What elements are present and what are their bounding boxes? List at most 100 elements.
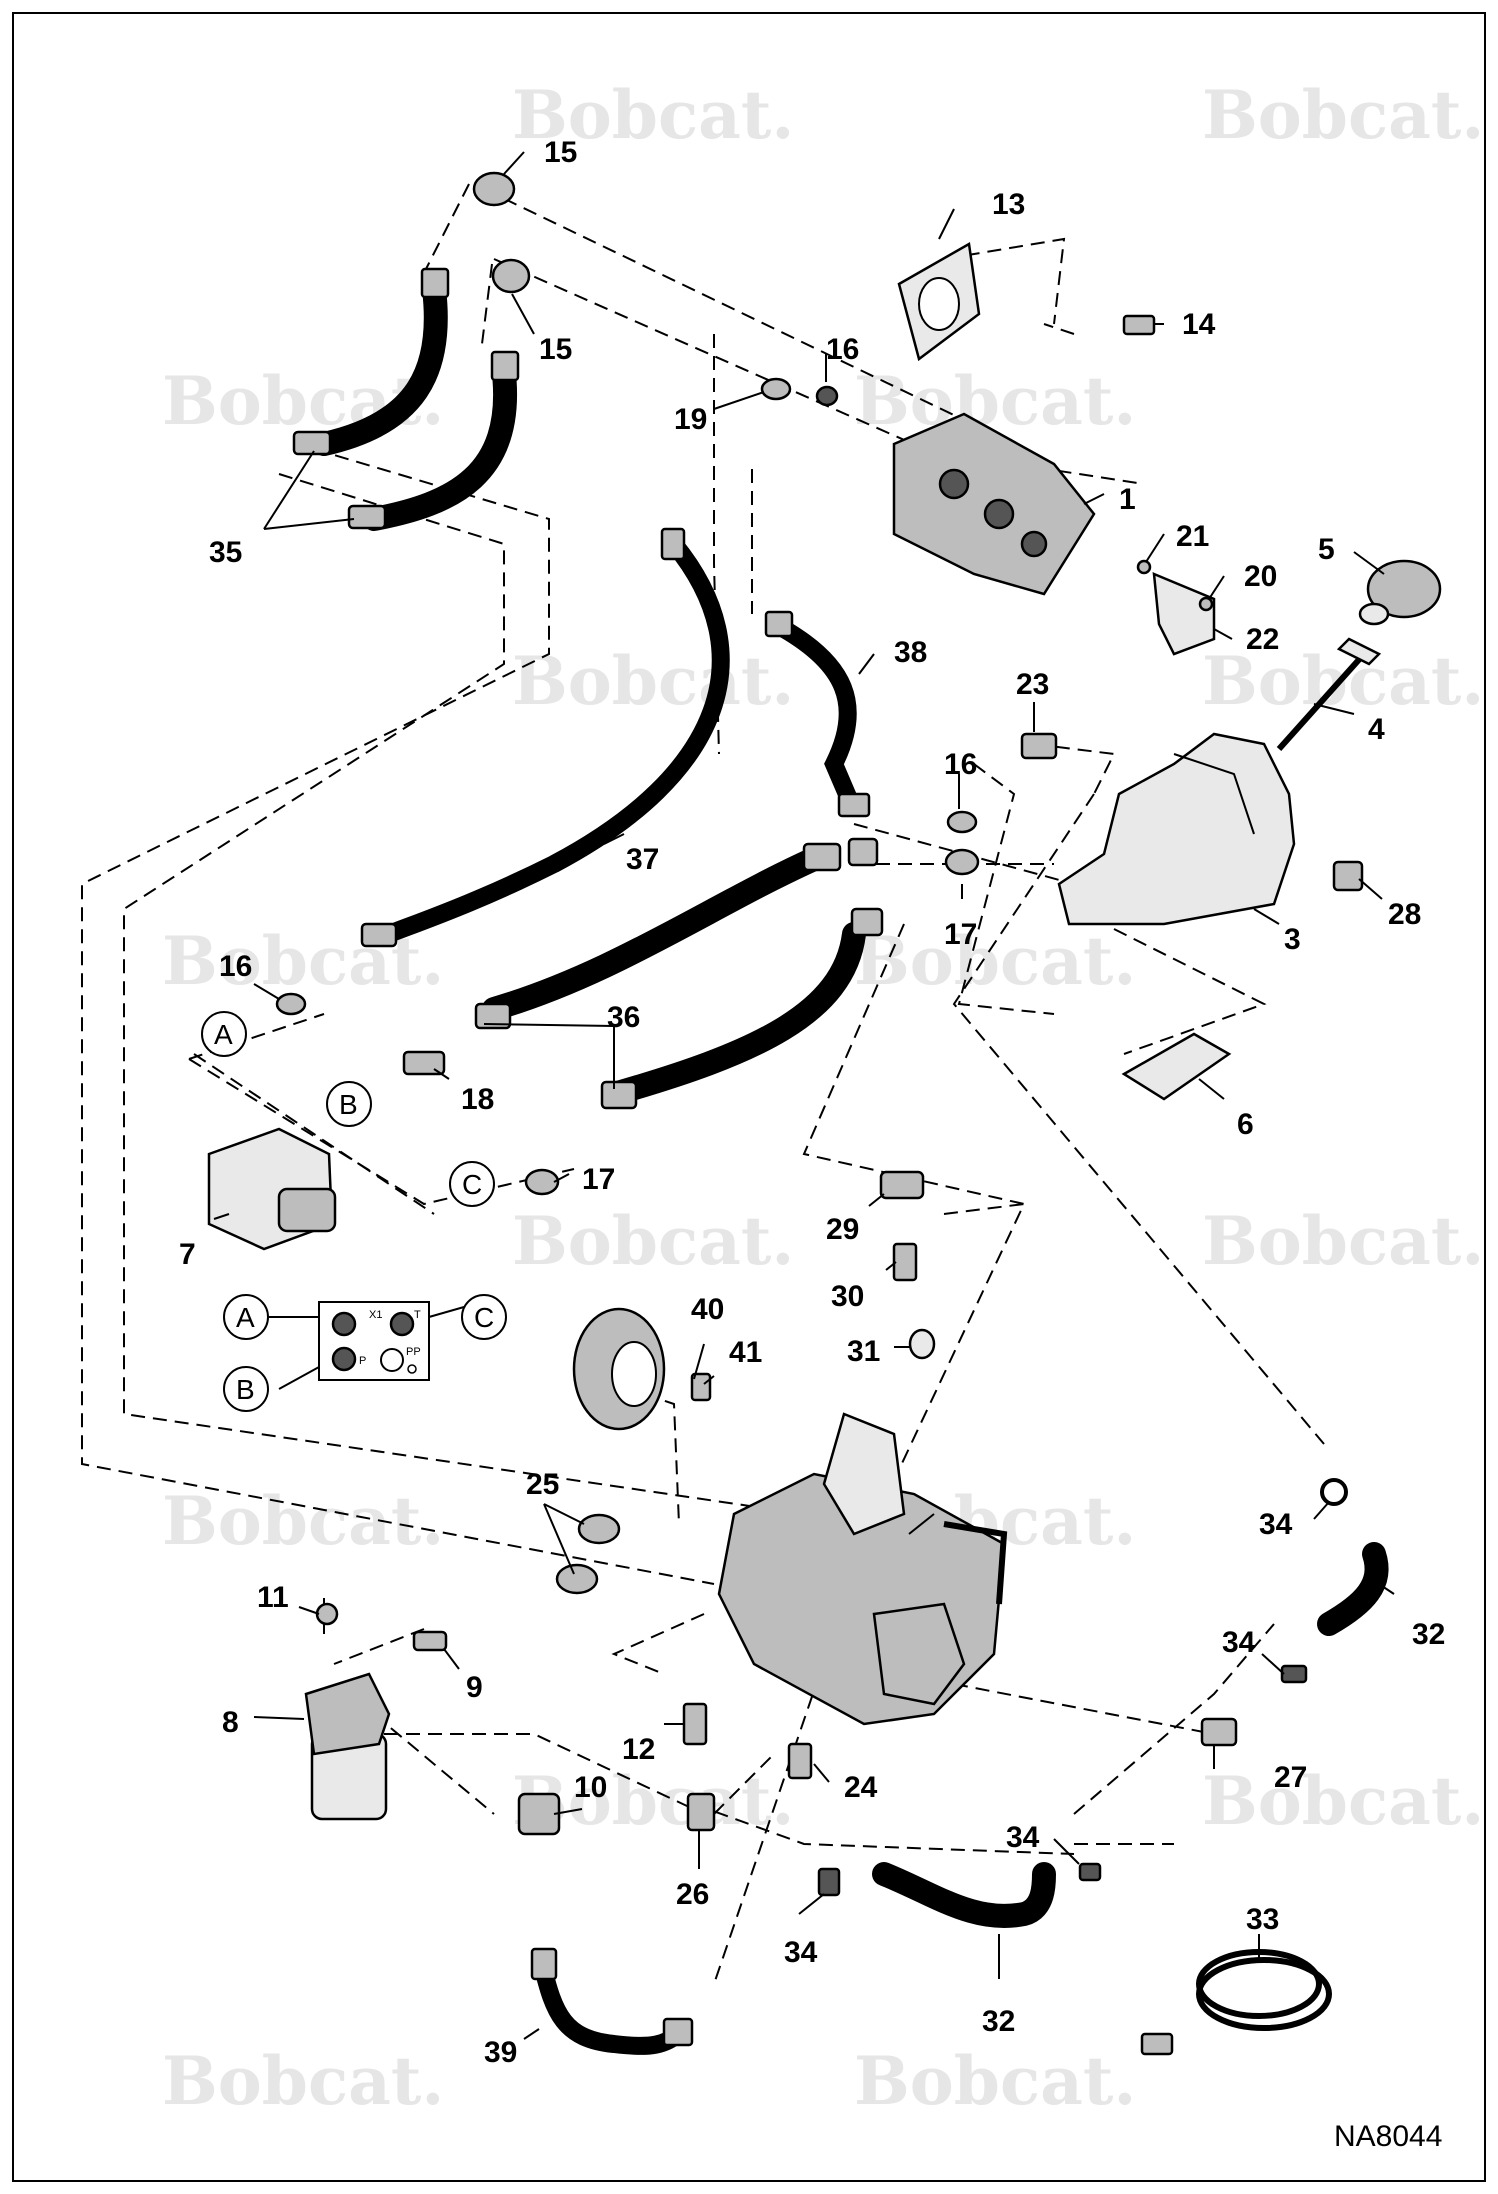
part-label: 41	[729, 1336, 762, 1369]
hose-39	[533, 1955, 688, 2055]
elbow-10	[517, 1792, 561, 1836]
part-label: 28	[1388, 898, 1421, 931]
port-markers: A B C A C B	[201, 1011, 507, 1412]
part-label: 6	[1237, 1108, 1254, 1141]
port-marker-a	[223, 1294, 269, 1340]
part-label: 16	[944, 748, 977, 781]
watermarks: Bobcat. Bobcat. Bobcat. Bobcat. Bobcat. …	[162, 76, 1484, 2120]
part-label: 18	[461, 1083, 494, 1116]
part-label: 34	[1222, 1626, 1256, 1659]
watermark: Bobcat.	[854, 922, 1136, 1000]
part-label: 14	[1182, 308, 1216, 341]
watermark: Bobcat.	[854, 362, 1136, 440]
watermark: Bobcat.	[162, 2042, 444, 2120]
port-label-t: T	[414, 1309, 421, 1321]
watermark: Bobcat.	[512, 1202, 794, 1280]
hose-32a	[1317, 1542, 1389, 1636]
part-label: 24	[844, 1771, 878, 1804]
hose-35a	[312, 277, 448, 456]
diagram-frame: Bobcat. Bobcat. Bobcat. Bobcat. Bobcat. …	[12, 12, 1486, 2182]
port-label-pp: PP	[406, 1346, 421, 1358]
fitting	[764, 610, 794, 638]
bolt-14	[1140, 2032, 1174, 2056]
svg-text:C: C	[474, 1302, 494, 1333]
port-label-x1: X1	[369, 1309, 382, 1321]
dipstick-4	[1276, 651, 1367, 752]
fitting-17a	[944, 848, 980, 876]
hose-37	[380, 535, 730, 943]
watermark: Bobcat.	[162, 1482, 444, 1560]
part-label: 17	[582, 1163, 615, 1196]
parts-diagram: Bobcat. Bobcat. Bobcat. Bobcat. Bobcat. …	[81, 76, 1484, 2153]
tee-27	[1200, 1717, 1238, 1747]
part-label: 7	[179, 1238, 196, 1271]
part-label: 25	[526, 1468, 559, 1501]
part-label: 20	[1244, 560, 1277, 593]
svg-text:C: C	[462, 1169, 482, 1200]
tee-18	[402, 1050, 446, 1076]
part-label: 34	[1259, 1508, 1293, 1541]
fitting	[600, 1080, 638, 1110]
part-label: 35	[209, 536, 242, 569]
part-label: 29	[826, 1213, 859, 1246]
fitting	[530, 1947, 558, 1981]
part-label: 4	[1368, 713, 1385, 746]
part-label: 19	[674, 403, 707, 436]
part-label: 32	[982, 2005, 1015, 2038]
fittings	[275, 171, 1364, 2056]
nut-21	[1136, 559, 1152, 575]
watermark: Bobcat.	[854, 2042, 1136, 2120]
part-label: 15	[539, 333, 572, 366]
fitting	[847, 837, 879, 867]
major-parts: X1 T P PP	[207, 242, 1442, 2031]
bracket-22	[1152, 572, 1216, 656]
port-marker-c	[461, 1294, 507, 1340]
svg-text:B: B	[236, 1374, 255, 1405]
part-label: 32	[1412, 1618, 1445, 1651]
fitting	[662, 2017, 694, 2047]
part-label: 21	[1176, 520, 1209, 553]
fitting-23	[1020, 732, 1058, 760]
fitting	[420, 267, 450, 299]
part-label: 13	[992, 188, 1025, 221]
drawing-code: NA8044	[1334, 2120, 1442, 2153]
fitting-17b	[524, 1168, 560, 1196]
fitting	[660, 527, 686, 561]
fitting-16b	[275, 992, 307, 1016]
hose-32b	[872, 1862, 1056, 1928]
fitting-30	[892, 1242, 918, 1282]
reservoir-3	[1057, 732, 1296, 926]
hose-38	[775, 620, 858, 808]
part-label: 36	[607, 1001, 640, 1034]
svg-text:A: A	[236, 1302, 255, 1333]
part-label: 23	[1016, 668, 1049, 701]
part-label: 12	[622, 1733, 655, 1766]
screw-20	[1198, 596, 1214, 612]
fitting-16c	[946, 810, 978, 834]
hoses	[312, 277, 1389, 2055]
port-marker-b	[223, 1366, 269, 1412]
watermark: Bobcat.	[1202, 76, 1484, 154]
bolt-12	[682, 1702, 708, 1746]
part-label: 1	[1119, 483, 1136, 516]
part-label: 39	[484, 2036, 517, 2069]
fitting	[802, 842, 842, 872]
clamp-34d	[1078, 1862, 1102, 1882]
part-label: 30	[831, 1280, 864, 1313]
part-label: 27	[1274, 1761, 1307, 1794]
part-label: 34	[784, 1936, 818, 1969]
fitting	[474, 1002, 512, 1030]
bolt-11	[315, 1602, 339, 1626]
fitting	[837, 792, 871, 818]
port-marker-a	[201, 1011, 247, 1057]
clamp-34a	[1280, 1664, 1308, 1684]
cap-5	[1366, 559, 1442, 619]
fitting	[360, 922, 398, 948]
part-label: 11	[257, 1581, 289, 1614]
part-label: 26	[676, 1878, 709, 1911]
hose-35b	[362, 362, 518, 531]
part-label: 9	[466, 1671, 483, 1704]
part-label: 38	[894, 636, 927, 669]
fitting	[850, 907, 884, 937]
fitting-28	[1332, 860, 1364, 892]
